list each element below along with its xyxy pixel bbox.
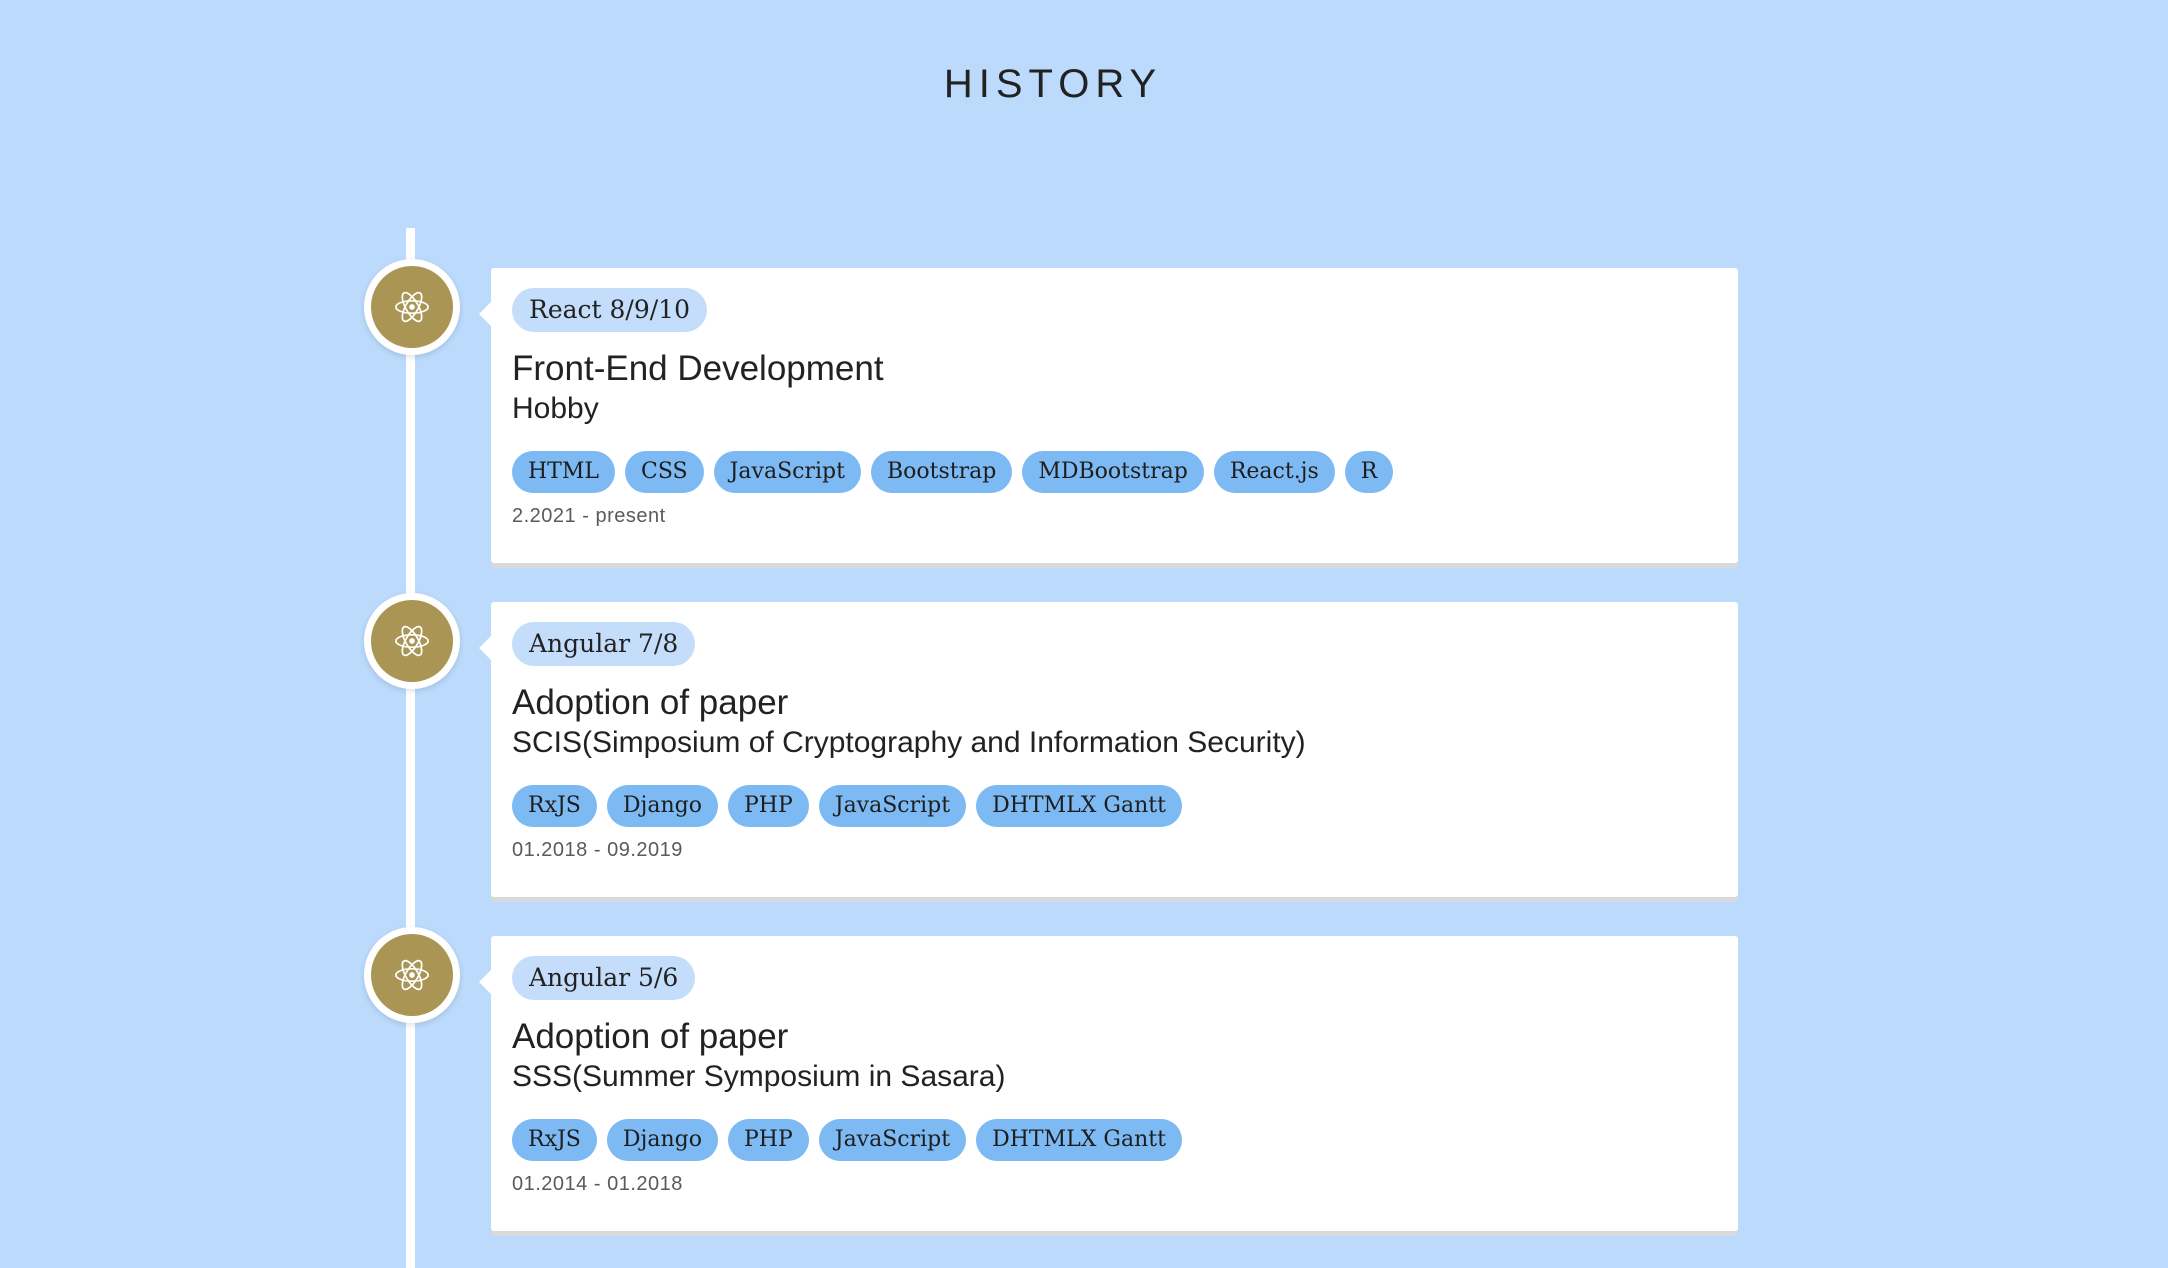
period-text: 2.2021 - present (512, 505, 666, 527)
skill-tag: React.js (1213, 451, 1335, 493)
card-title: Adoption of paper (512, 1017, 789, 1056)
tag-list: HTML CSS JavaScript Bootstrap MDBootstra… (512, 451, 1718, 493)
tag-list: RxJS Django PHP JavaScript DHTMLX Gantt (512, 785, 1718, 827)
skill-tag: RxJS (512, 1119, 597, 1161)
history-card: React 8/9/10 Front-End Development Hobby… (479, 268, 1738, 563)
skill-tag: Django (606, 1119, 718, 1161)
version-badge: Angular 5/6 (512, 956, 696, 1000)
timeline-node (364, 927, 460, 1023)
timeline-node (364, 593, 460, 689)
skill-tag: DHTMLX Gantt (976, 785, 1182, 827)
page-title: HISTORY (943, 62, 1163, 106)
skill-tag: DHTMLX Gantt (976, 1119, 1182, 1161)
version-badge: React 8/9/10 (512, 288, 707, 332)
card-subtitle: Hobby (512, 392, 599, 425)
timeline-line (406, 228, 415, 1268)
period-text: 01.2018 - 09.2019 (512, 839, 683, 861)
period-text: 01.2014 - 01.2018 (512, 1173, 683, 1195)
history-card: Angular 5/6 Adoption of paper SSS(Summer… (479, 936, 1738, 1231)
tag-list: RxJS Django PHP JavaScript DHTMLX Gantt (512, 1119, 1718, 1161)
history-card: Angular 7/8 Adoption of paper SCIS(Simpo… (479, 602, 1738, 897)
skill-tag: MDBootstrap (1022, 451, 1204, 493)
skill-tag: R (1344, 451, 1394, 493)
skill-tag: Django (606, 785, 718, 827)
skill-tag: JavaScript (818, 785, 967, 827)
skill-tag: JavaScript (818, 1119, 967, 1161)
skill-tag: PHP (727, 1119, 809, 1161)
react-atom-icon (394, 291, 430, 323)
react-atom-icon (394, 625, 430, 657)
skill-tag: RxJS (512, 785, 597, 827)
skill-tag: JavaScript (713, 451, 861, 493)
skill-tag: CSS (625, 451, 704, 493)
card-subtitle: SCIS(Simposium of Cryptography and Infor… (512, 726, 1306, 759)
version-badge: Angular 7/8 (512, 622, 696, 666)
card-title: Front-End Development (512, 349, 884, 388)
card-subtitle: SSS(Summer Symposium in Sasara) (512, 1060, 1006, 1093)
skill-tag: HTML (512, 451, 615, 493)
card-title: Adoption of paper (512, 683, 789, 722)
timeline-node (364, 259, 460, 355)
skill-tag: PHP (727, 785, 809, 827)
skill-tag: Bootstrap (870, 451, 1013, 493)
react-atom-icon (394, 959, 430, 991)
